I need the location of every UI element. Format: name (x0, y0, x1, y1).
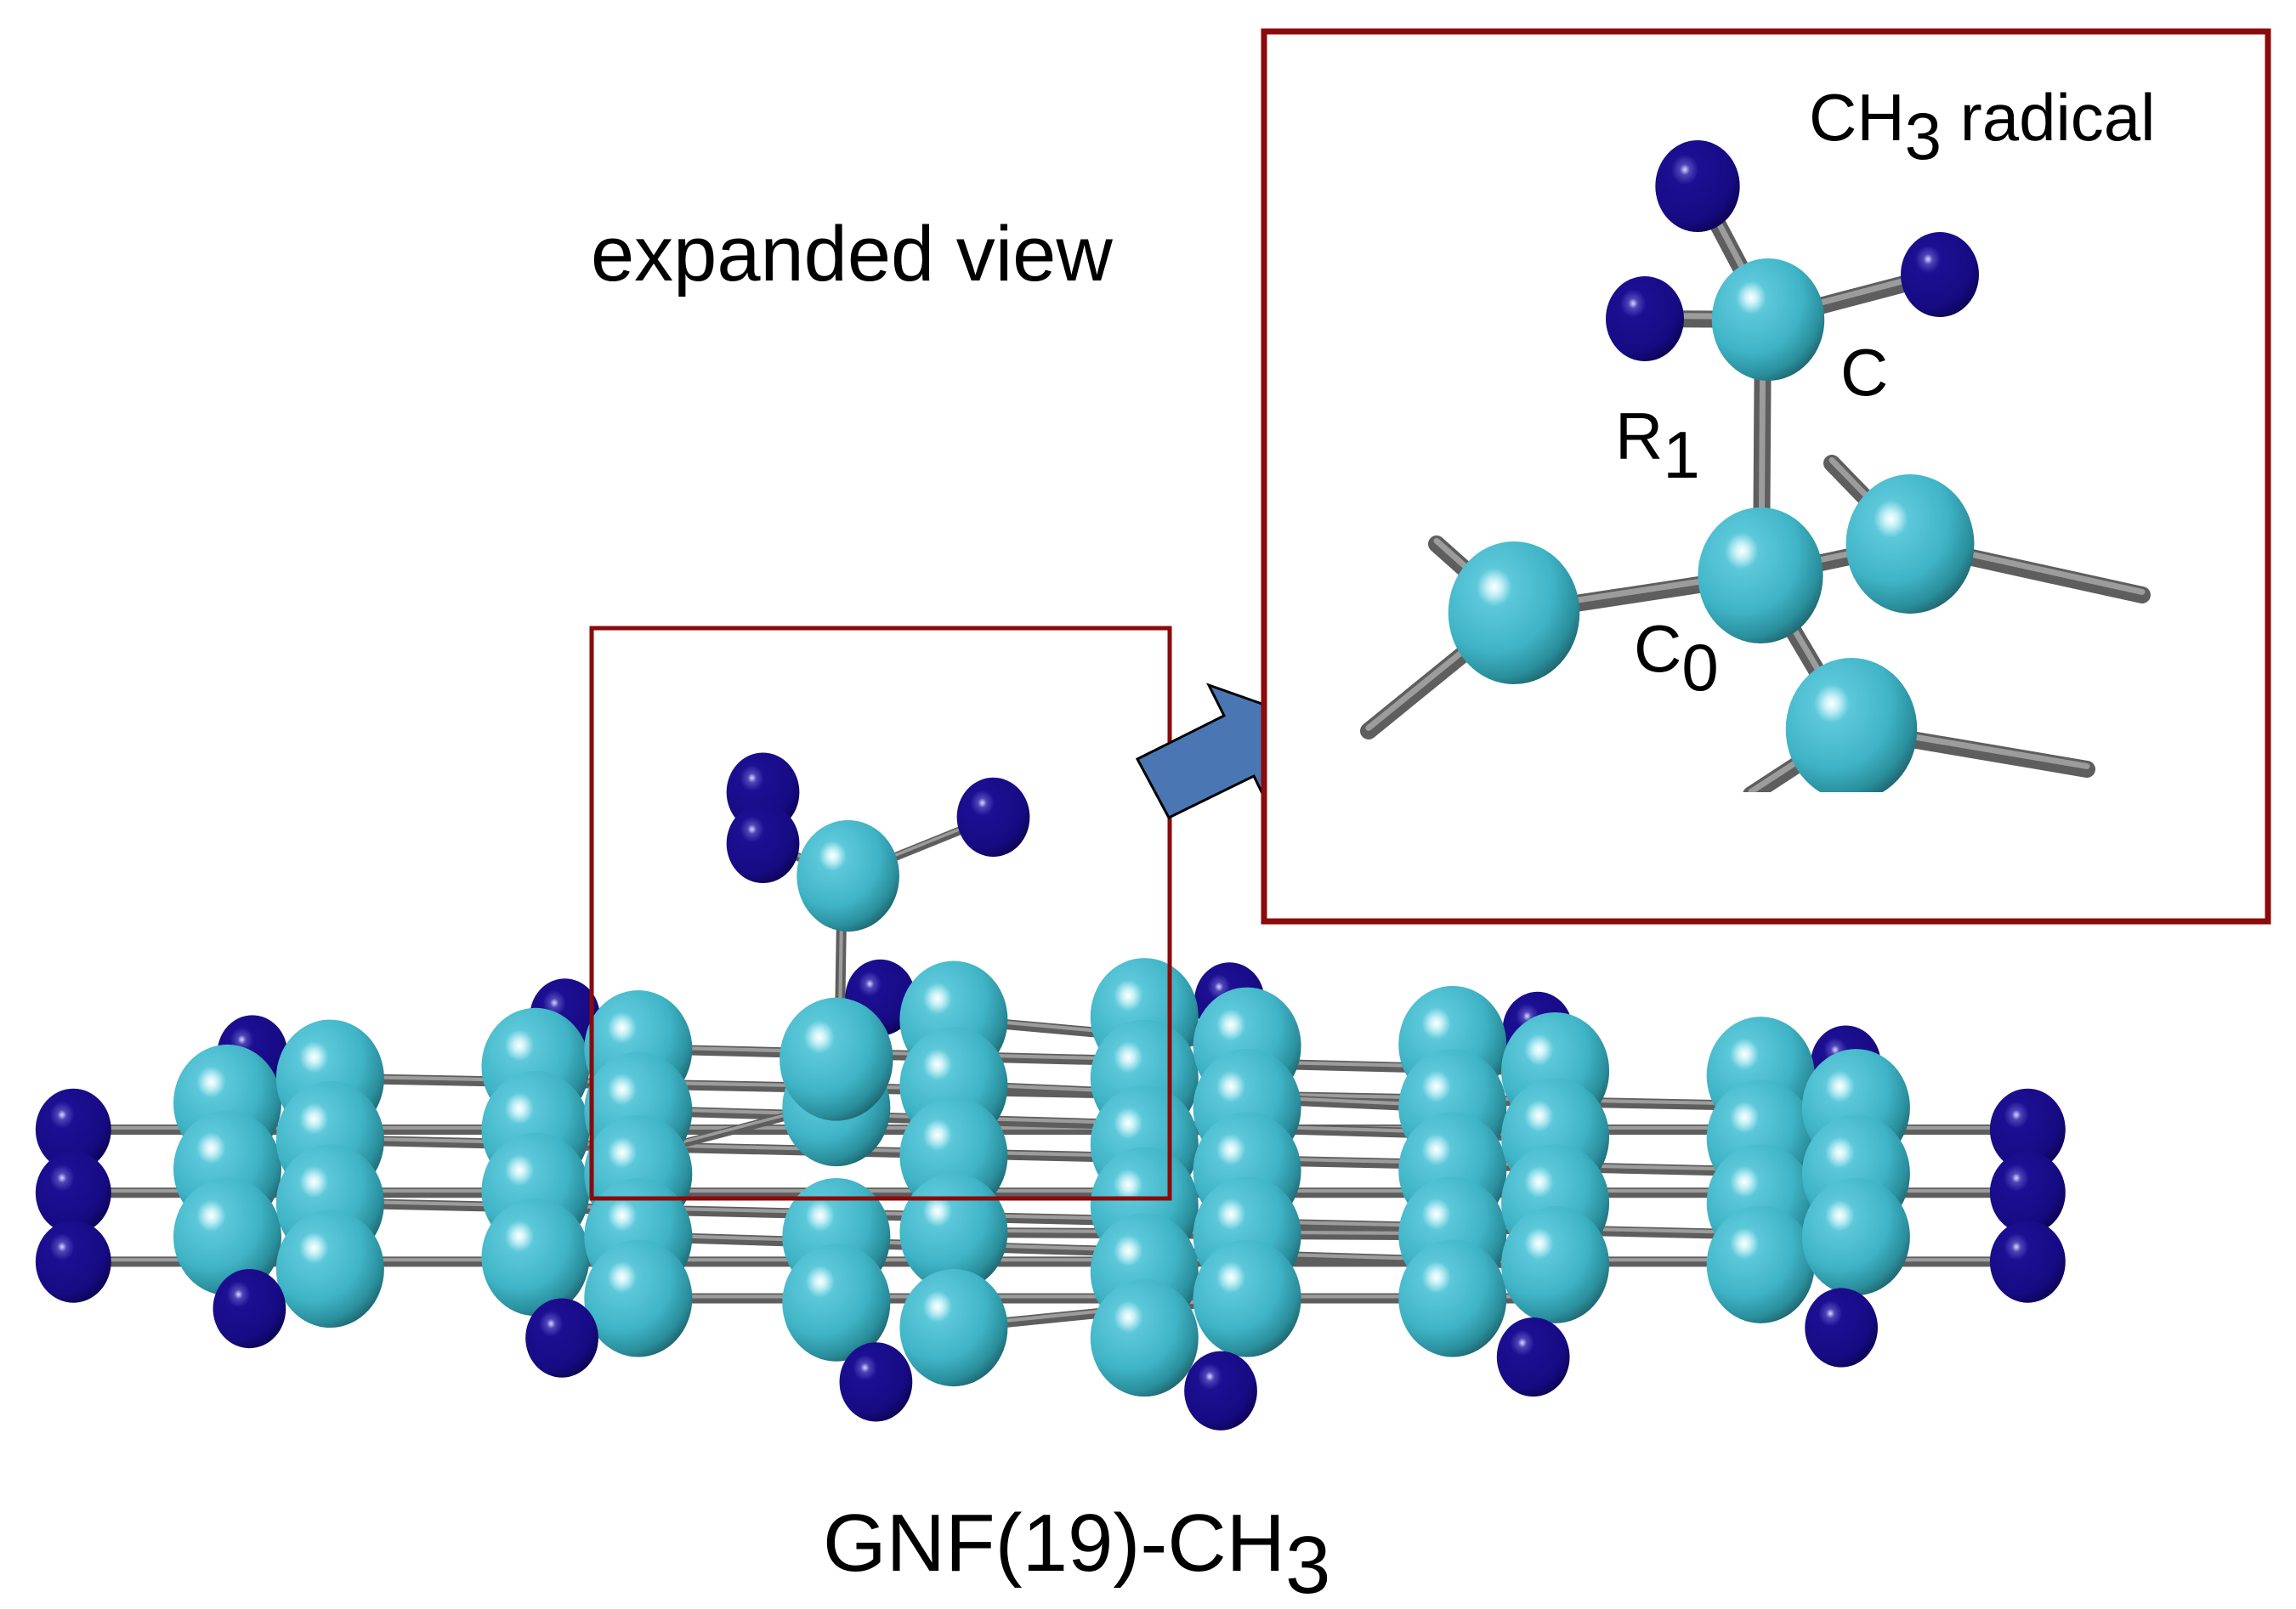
bond-r1-label: R1 (1615, 399, 1700, 492)
carbon-atom (1801, 1177, 1910, 1296)
main-molecule (35, 752, 2066, 1431)
carbon-atom (782, 1244, 891, 1362)
hydrogen-atom (213, 1268, 286, 1349)
expanded-view-label: expanded view (591, 211, 1113, 297)
hydrogen-atom (1989, 1088, 2066, 1171)
main-atoms (35, 752, 2066, 1431)
carbon-atom (1845, 474, 1975, 614)
carbon-atom (1448, 541, 1580, 684)
hydrogen-atom (1184, 1351, 1257, 1431)
inset-molecule (1360, 140, 2151, 792)
selection-box (589, 626, 1172, 1201)
carbon-atom (899, 1268, 1008, 1387)
surface-carbon-label: C0 (1634, 611, 1719, 705)
inset-title-suffix: radical (1942, 80, 2155, 155)
hydrogen-atom (726, 803, 800, 884)
hydrogen-atom (1805, 1288, 1879, 1368)
carbon-atom (481, 1198, 590, 1317)
inset-title-main: CH (1809, 80, 1905, 155)
carbon-atom (1501, 1205, 1610, 1323)
carbon-atom (797, 819, 899, 932)
carbon-atom (173, 1177, 282, 1296)
hydrogen-atom (1901, 232, 1979, 317)
inset-title-subscript: 3 (1905, 99, 1942, 173)
methyl-carbon-label: C (1840, 335, 1888, 410)
hydrogen-atom (35, 1221, 111, 1303)
inset-title: CH3 radical (1809, 80, 2156, 173)
carbon-atom (780, 997, 893, 1121)
hydrogen-atom (1989, 1221, 2066, 1303)
hydrogen-atom (956, 777, 1030, 857)
carbon-atom (1090, 1279, 1199, 1397)
hydrogen-atom (35, 1088, 111, 1171)
carbon-atom (275, 1210, 384, 1329)
carbon-atom (1785, 658, 1918, 792)
molecule-name-subscript: 3 (1285, 1520, 1330, 1609)
hydrogen-atom (1655, 140, 1740, 232)
hydrogen-atom (525, 1298, 598, 1378)
molecule-name-main: GNF(19)-CH (823, 1498, 1285, 1589)
surface-carbon-subscript: 0 (1681, 630, 1718, 705)
bond-r1-subscript: 1 (1663, 417, 1699, 492)
hydrogen-atom (1496, 1317, 1570, 1397)
hydrogen-atom (1606, 276, 1684, 361)
hydrogen-atom (35, 1151, 111, 1234)
carbon-atom (1193, 1239, 1301, 1357)
hydrogen-atom (1989, 1151, 2066, 1234)
carbon-atom (1398, 1239, 1507, 1357)
carbon-atom (1706, 1205, 1815, 1323)
hydrogen-atom (839, 1342, 913, 1422)
molecule-name-label: GNF(19)-CH3 (823, 1498, 1330, 1609)
bond-r1-main: R (1615, 399, 1663, 473)
surface-carbon-main: C (1634, 611, 1681, 686)
carbon-atom (1711, 258, 1825, 381)
carbon-atom (899, 1173, 1008, 1291)
carbon-atom (1698, 507, 1823, 643)
inset-atoms (1448, 140, 1979, 792)
carbon-atom (584, 1239, 693, 1357)
